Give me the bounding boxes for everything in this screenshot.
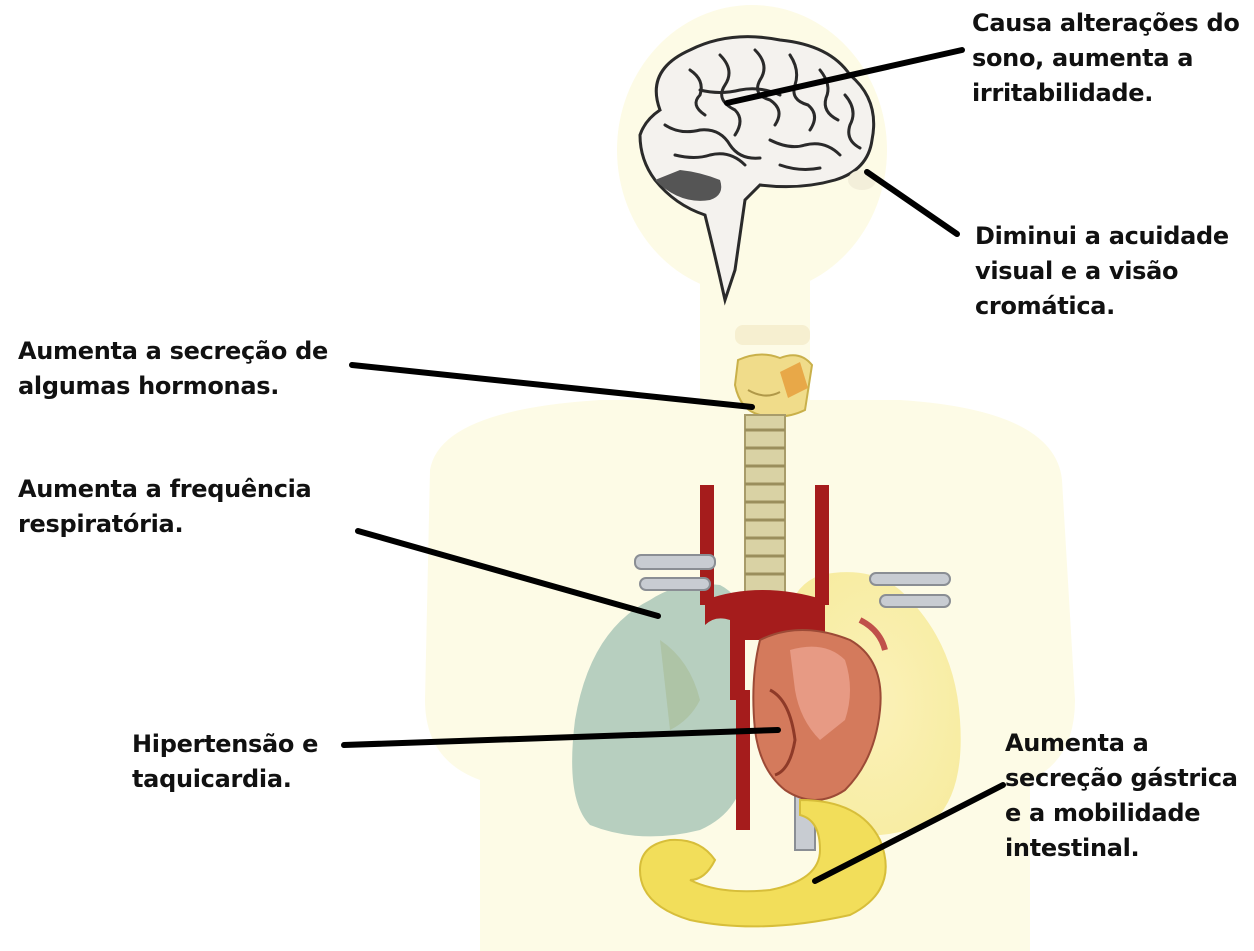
leader-line-eyes bbox=[867, 172, 957, 234]
annotation-line: Diminui a acuidade bbox=[975, 219, 1229, 254]
annotation-line: Aumenta a bbox=[1005, 726, 1238, 761]
leader-line-thyroid bbox=[352, 365, 752, 407]
annotation-brain: Causa alterações do sono, aumenta a irri… bbox=[972, 6, 1240, 111]
annotation-line: e a mobilidade bbox=[1005, 796, 1238, 831]
annotation-line: secreção gástrica bbox=[1005, 761, 1238, 796]
annotation-line: intestinal. bbox=[1005, 831, 1238, 866]
annotation-line: algumas hormonas. bbox=[18, 369, 328, 404]
annotation-heart: Hipertensão e taquicardia. bbox=[132, 727, 318, 797]
annotation-line: Aumenta a secreção de bbox=[18, 334, 328, 369]
thyroid-illustration bbox=[735, 325, 812, 417]
annotation-line: Hipertensão e bbox=[132, 727, 318, 762]
annotation-eyes: Diminui a acuidade visual e a visão crom… bbox=[975, 219, 1229, 324]
annotation-line: respiratória. bbox=[18, 507, 311, 542]
annotation-line: Aumenta a frequência bbox=[18, 472, 311, 507]
annotation-line: taquicardia. bbox=[132, 762, 318, 797]
annotation-lungs: Aumenta a frequência respiratória. bbox=[18, 472, 311, 542]
annotation-line: visual e a visão bbox=[975, 254, 1229, 289]
annotation-line: sono, aumenta a bbox=[972, 41, 1240, 76]
trachea-illustration bbox=[745, 415, 785, 600]
annotation-line: irritabilidade. bbox=[972, 76, 1240, 111]
annotation-line: Causa alterações do bbox=[972, 6, 1240, 41]
annotation-thyroid: Aumenta a secreção de algumas hormonas. bbox=[18, 334, 328, 404]
annotation-stomach: Aumenta a secreção gástrica e a mobilida… bbox=[1005, 726, 1238, 866]
annotation-line: cromática. bbox=[975, 289, 1229, 324]
